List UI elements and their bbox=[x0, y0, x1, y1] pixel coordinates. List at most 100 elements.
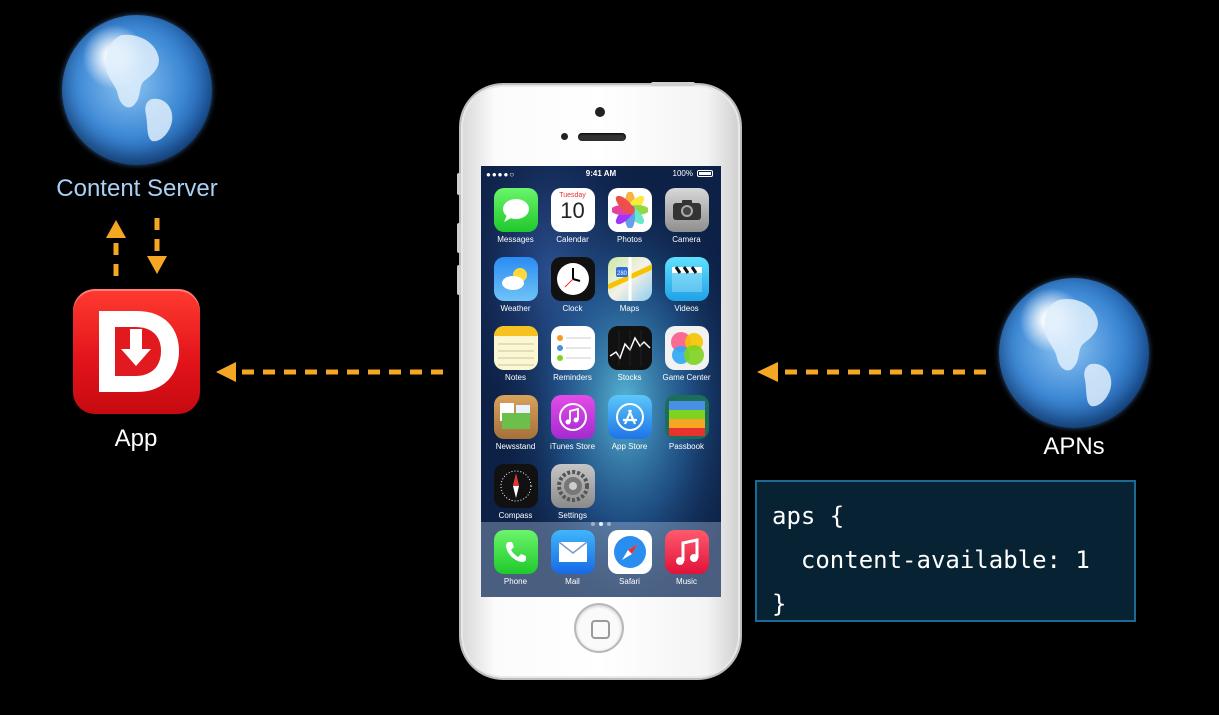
app-camera[interactable]: Camera bbox=[658, 188, 715, 244]
front-camera bbox=[595, 107, 605, 117]
volume-down-button bbox=[457, 265, 461, 295]
app-stocks[interactable]: Stocks bbox=[601, 326, 658, 382]
apns-globe-icon bbox=[999, 278, 1149, 428]
proximity-sensor bbox=[561, 133, 568, 140]
phone-screen: ●●●●○ 9:41 AM 100% Messages Tuesday 10 C… bbox=[481, 166, 721, 597]
app-weather[interactable]: Weather bbox=[487, 257, 544, 313]
music-icon bbox=[664, 530, 709, 574]
app-label-mail: Mail bbox=[565, 577, 580, 586]
app-label-passbook: Passbook bbox=[668, 442, 705, 451]
home-screen-grid: Messages Tuesday 10 Calendar bbox=[487, 188, 715, 520]
status-time: 9:41 AM bbox=[585, 169, 617, 178]
dock-grid: Phone Mail Safari bbox=[487, 530, 715, 586]
app-label-stocks: Stocks bbox=[617, 373, 642, 382]
notes-icon bbox=[493, 326, 538, 370]
safari-icon bbox=[607, 530, 652, 574]
app-mail[interactable]: Mail bbox=[544, 530, 601, 586]
newsstand-icon bbox=[493, 395, 538, 439]
app-videos[interactable]: Videos bbox=[658, 257, 715, 313]
stocks-icon bbox=[607, 326, 652, 370]
app-label-clock: Clock bbox=[562, 304, 583, 313]
weather-icon bbox=[493, 257, 538, 301]
mute-switch bbox=[457, 173, 461, 195]
app-label-compass: Compass bbox=[498, 511, 533, 520]
app-notes[interactable]: Notes bbox=[487, 326, 544, 382]
videos-icon bbox=[664, 257, 709, 301]
app-maps[interactable]: 280 Maps bbox=[601, 257, 658, 313]
calendar-icon: Tuesday 10 bbox=[550, 188, 595, 232]
content-server-label: Content Server bbox=[56, 175, 218, 202]
battery-icon bbox=[697, 170, 713, 177]
app-calendar[interactable]: Tuesday 10 Calendar bbox=[544, 188, 601, 244]
earpiece-speaker bbox=[578, 133, 626, 141]
app-safari[interactable]: Safari bbox=[601, 530, 658, 586]
app-label-camera: Camera bbox=[672, 235, 701, 244]
app-music[interactable]: Music bbox=[658, 530, 715, 586]
camera-icon bbox=[664, 188, 709, 232]
phone-icon bbox=[493, 530, 538, 574]
passbook-icon bbox=[664, 395, 709, 439]
home-button-square-icon bbox=[591, 620, 610, 639]
app-label-notes: Notes bbox=[505, 373, 526, 382]
app-label-app-store: App Store bbox=[611, 442, 648, 451]
signal-strength: ●●●●○ bbox=[486, 170, 516, 179]
app-game-center[interactable]: Game Center bbox=[658, 326, 715, 382]
compass-icon bbox=[493, 464, 538, 508]
app-phone[interactable]: Phone bbox=[487, 530, 544, 586]
code-line: content-available: 1 bbox=[772, 546, 1090, 574]
phone-to-app-arrowhead bbox=[216, 362, 236, 382]
reminders-icon bbox=[550, 326, 595, 370]
app-label-calendar: Calendar bbox=[556, 235, 589, 244]
game-center-icon bbox=[664, 326, 709, 370]
app-settings[interactable]: Settings bbox=[544, 464, 601, 520]
app-compass[interactable]: Compass bbox=[487, 464, 544, 520]
app-label-weather: Weather bbox=[500, 304, 531, 313]
apns-to-phone-arrowhead bbox=[757, 362, 778, 382]
app-label-videos: Videos bbox=[674, 304, 699, 313]
app-photos[interactable]: Photos bbox=[601, 188, 658, 244]
app-itunes-store[interactable]: iTunes Store bbox=[544, 395, 601, 451]
app-store-icon bbox=[607, 395, 652, 439]
clock-icon bbox=[550, 257, 595, 301]
page-dot bbox=[591, 522, 595, 526]
app-clock[interactable]: Clock bbox=[544, 257, 601, 313]
settings-icon bbox=[550, 464, 595, 508]
app-label-maps: Maps bbox=[619, 304, 640, 313]
calendar-day: 10 bbox=[560, 198, 585, 223]
app-label-messages: Messages bbox=[497, 235, 534, 244]
app-passbook[interactable]: Passbook bbox=[658, 395, 715, 451]
app-label-phone: Phone bbox=[503, 577, 528, 586]
app-reminders[interactable]: Reminders bbox=[544, 326, 601, 382]
app-label-music: Music bbox=[676, 577, 697, 586]
app-messages[interactable]: Messages bbox=[487, 188, 544, 244]
apns-payload-code-box: aps { content-available: 1 } bbox=[755, 480, 1136, 622]
apns-label: APNs bbox=[1043, 433, 1105, 460]
app-newsstand[interactable]: Newsstand bbox=[487, 395, 544, 451]
battery-percent: 100% bbox=[672, 169, 693, 178]
page-indicator bbox=[481, 511, 721, 530]
content-server-globe-icon bbox=[62, 15, 212, 165]
code-line: } bbox=[772, 590, 787, 618]
messages-icon bbox=[493, 188, 538, 232]
dock: Phone Mail Safari bbox=[481, 522, 721, 597]
iphone-device: ●●●●○ 9:41 AM 100% Messages Tuesday 10 C… bbox=[457, 82, 740, 678]
page-dot bbox=[607, 522, 611, 526]
app-to-server-arrowhead bbox=[106, 220, 126, 238]
app-app-store[interactable]: App Store bbox=[601, 395, 658, 451]
photos-icon bbox=[607, 188, 652, 232]
app-label-reminders: Reminders bbox=[553, 373, 592, 382]
code-line: aps { bbox=[772, 502, 845, 530]
app-label-itunes-store: iTunes Store bbox=[549, 442, 596, 451]
app-label-safari: Safari bbox=[619, 577, 640, 586]
app-label-photos: Photos bbox=[617, 235, 642, 244]
volume-up-button bbox=[457, 223, 461, 253]
calendar-weekday: Tuesday bbox=[559, 192, 586, 199]
maps-icon: 280 bbox=[607, 257, 652, 301]
app-label: App bbox=[114, 425, 158, 452]
app-label-settings: Settings bbox=[558, 511, 587, 520]
home-button bbox=[576, 605, 622, 651]
app-label-game-center: Game Center bbox=[662, 373, 711, 382]
status-bar: ●●●●○ 9:41 AM 100% bbox=[481, 166, 721, 182]
sleep-button bbox=[651, 82, 695, 86]
